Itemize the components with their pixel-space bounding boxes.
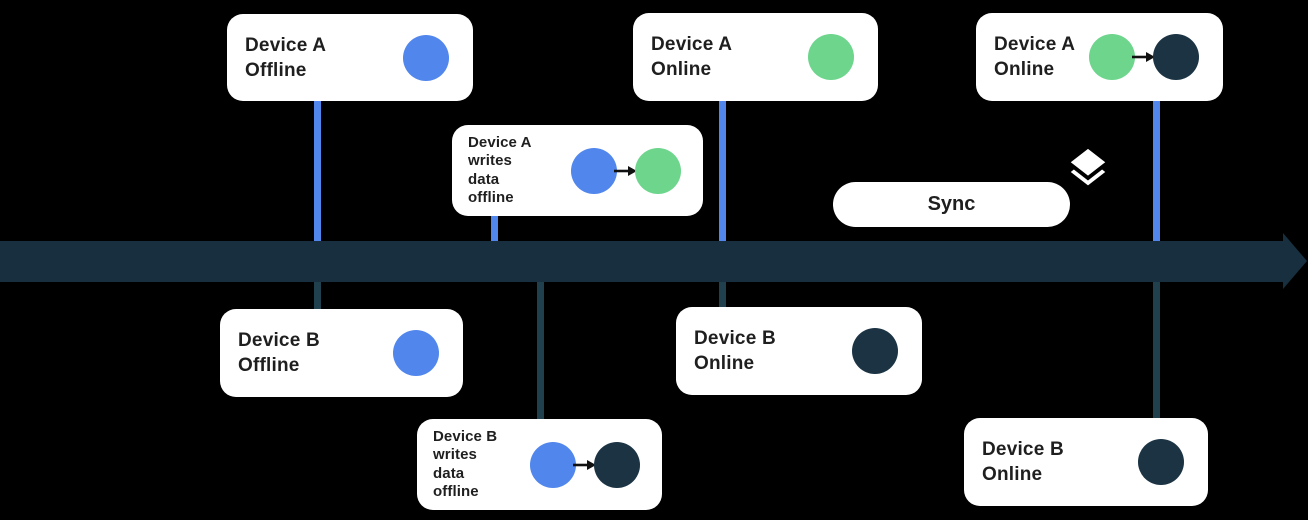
status-dots (403, 34, 449, 81)
card-device-a-online-right: Device A Online (976, 13, 1223, 101)
status-dot-blue (530, 441, 576, 488)
card-device-b-writes-data-offline: Device B writes data offline (417, 419, 662, 510)
status-dot-dark (852, 328, 898, 374)
status-dot-blue (571, 147, 617, 194)
status-dots (852, 328, 898, 374)
arrow-right-icon (1132, 52, 1155, 62)
arrow-right-icon (614, 165, 637, 176)
card-device-a-writes-data-offline: Device A writes data offline (452, 125, 703, 216)
card-device-a-online-mid: Device A Online (633, 13, 878, 101)
status-dot-blue (403, 34, 449, 81)
status-dot-blue (393, 330, 439, 376)
card-device-b-online-right: Device B Online (964, 418, 1208, 506)
layers-icon (1070, 148, 1106, 186)
status-dot-green (635, 147, 681, 194)
connector-device-b-writes (537, 281, 544, 420)
connector-device-b-offline (314, 281, 321, 310)
card-title: Device B Offline (238, 330, 320, 376)
card-title: Device A Online (651, 34, 733, 80)
status-dot-dark (1138, 439, 1184, 485)
card-device-b-offline: Device B Offline (220, 309, 463, 397)
status-dots (530, 441, 640, 488)
card-title: Device B writes data offline (433, 427, 498, 501)
card-title: Device B Online (982, 439, 1064, 485)
status-dot-dark (1153, 34, 1199, 80)
status-dots (808, 34, 854, 80)
status-dots (393, 330, 439, 376)
connector-device-a-online-right (1153, 100, 1160, 242)
status-dot-dark (594, 441, 640, 488)
status-dot-green (1089, 34, 1135, 80)
status-dots (1089, 34, 1199, 80)
timeline-arrow (0, 241, 1286, 282)
card-device-a-offline: Device A Offline (227, 14, 473, 101)
sync-button[interactable]: Sync (833, 182, 1070, 227)
timeline-arrowhead-icon (1283, 233, 1307, 289)
connector-device-b-online-mid (719, 281, 726, 308)
connector-device-a-online-mid (719, 100, 726, 242)
card-title: Device B Online (694, 328, 776, 374)
status-dot-green (808, 34, 854, 80)
status-dots (571, 147, 681, 194)
connector-device-a-offline (314, 100, 321, 242)
arrow-right-icon (573, 459, 596, 470)
connector-device-b-online-right (1153, 281, 1160, 419)
status-dots (1138, 439, 1184, 485)
card-title: Device A writes data offline (468, 133, 532, 207)
card-title: Device A Offline (245, 34, 327, 81)
card-device-b-online-mid: Device B Online (676, 307, 922, 395)
connector-device-a-writes (491, 213, 498, 242)
card-title: Device A Online (994, 34, 1076, 80)
